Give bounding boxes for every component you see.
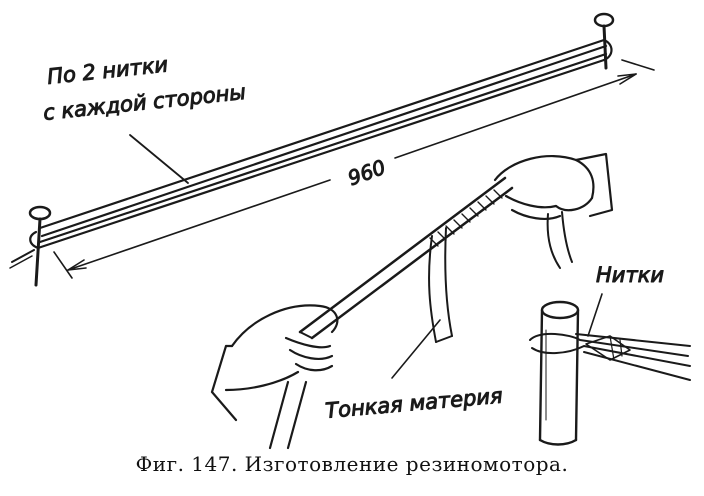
left-hand — [210, 304, 339, 450]
wooden-peg — [538, 300, 580, 446]
thin-cloth-label: Тонкая материя — [324, 384, 503, 423]
figure-caption: Фиг. 147. Изготовление резиномотора. — [135, 452, 569, 476]
peg-detail: Нитки — [529, 263, 691, 446]
cloth-leader-line — [391, 319, 441, 379]
dimension-value: 960 — [345, 155, 389, 191]
threads-label: Нитки — [596, 263, 664, 287]
tied-strands — [529, 333, 691, 381]
threads-each-side-label-line1: По 2 нитки — [46, 52, 169, 89]
left-nail — [9, 205, 52, 287]
cloth-wrap — [429, 189, 503, 247]
thin-cloth-strip — [428, 227, 453, 343]
label-leader-line — [129, 134, 189, 184]
rubber-strands-board: 960 По 2 нитки с каждой стороны — [9, 12, 655, 287]
dimension-line — [53, 59, 655, 279]
threads-each-side-label-line2: с каждой стороны — [42, 80, 247, 125]
right-hand — [493, 152, 614, 220]
wrapping-stick: Тонкая материя — [210, 152, 614, 450]
threads-leader-line — [587, 293, 603, 337]
rubber-strands — [29, 38, 613, 250]
